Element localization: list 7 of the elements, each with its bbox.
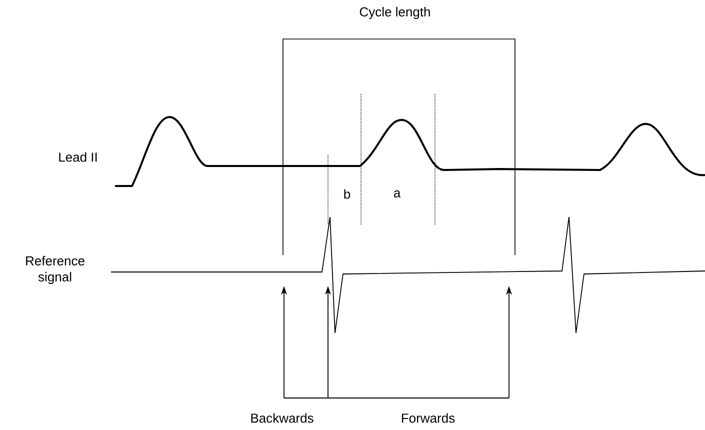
interval-label: a <box>394 190 401 198</box>
direction-label: Backwards <box>251 413 314 423</box>
signal-label: Lead II <box>59 152 97 162</box>
direction-label: Forwards <box>402 413 455 423</box>
bracket-label: Cycle length <box>360 6 430 20</box>
interval-label: b <box>344 189 350 199</box>
signal-label: Reference signal <box>26 256 84 284</box>
